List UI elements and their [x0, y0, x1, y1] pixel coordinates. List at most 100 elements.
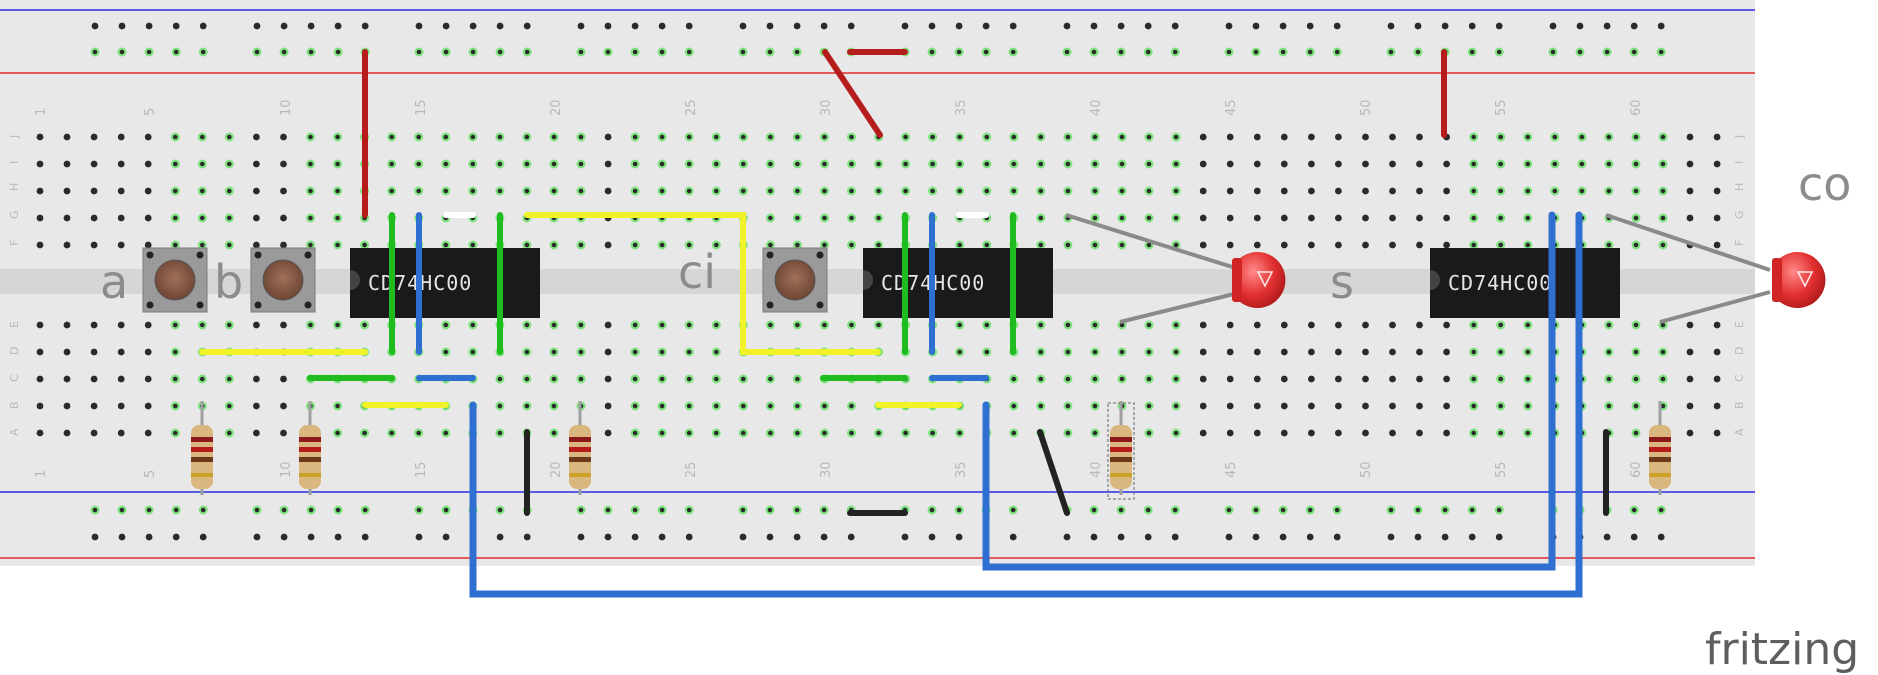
breadboard-hole[interactable]	[1063, 347, 1073, 357]
breadboard-hole[interactable]	[361, 533, 369, 541]
breadboard-hole[interactable]	[549, 159, 559, 169]
breadboard-hole[interactable]	[630, 320, 640, 330]
push-button-a[interactable]	[142, 247, 208, 313]
breadboard-hole[interactable]	[1226, 375, 1234, 383]
resistor[interactable]	[569, 401, 591, 495]
breadboard-hole[interactable]	[1386, 505, 1396, 515]
breadboard-hole[interactable]	[414, 186, 424, 196]
breadboard-hole[interactable]	[792, 186, 802, 196]
breadboard-hole[interactable]	[1713, 241, 1721, 249]
breadboard-hole[interactable]	[522, 320, 532, 330]
breadboard-hole[interactable]	[1523, 186, 1533, 196]
breadboard-hole[interactable]	[1305, 47, 1315, 57]
breadboard-hole[interactable]	[117, 133, 125, 141]
breadboard-hole[interactable]	[819, 213, 829, 223]
breadboard-hole[interactable]	[1469, 428, 1479, 438]
breadboard-hole[interactable]	[1604, 186, 1614, 196]
breadboard-hole[interactable]	[1523, 374, 1533, 384]
breadboard-hole[interactable]	[765, 374, 775, 384]
breadboard-hole[interactable]	[1116, 505, 1126, 515]
breadboard-hole[interactable]	[117, 375, 125, 383]
breadboard-hole[interactable]	[630, 505, 640, 515]
breadboard-hole[interactable]	[1630, 533, 1638, 541]
breadboard-hole[interactable]	[1495, 533, 1503, 541]
breadboard-hole[interactable]	[1305, 505, 1315, 515]
breadboard-hole[interactable]	[1713, 321, 1721, 329]
breadboard-hole[interactable]	[1550, 186, 1560, 196]
breadboard-hole[interactable]	[901, 186, 911, 196]
ic-chip-2[interactable]: CD74HC00	[863, 248, 1053, 318]
breadboard-hole[interactable]	[1036, 401, 1046, 411]
breadboard-hole[interactable]	[171, 47, 181, 57]
breadboard-hole[interactable]	[197, 374, 207, 384]
breadboard-hole[interactable]	[819, 159, 829, 169]
breadboard-hole[interactable]	[170, 159, 180, 169]
breadboard-hole[interactable]	[928, 22, 936, 30]
breadboard-hole[interactable]	[170, 401, 180, 411]
breadboard-hole[interactable]	[1226, 429, 1234, 437]
breadboard-hole[interactable]	[442, 22, 450, 30]
breadboard-hole[interactable]	[685, 533, 693, 541]
breadboard-hole[interactable]	[549, 240, 559, 250]
breadboard-hole[interactable]	[1280, 321, 1288, 329]
breadboard-hole[interactable]	[928, 428, 938, 438]
breadboard-hole[interactable]	[711, 374, 721, 384]
breadboard-hole[interactable]	[90, 375, 98, 383]
breadboard-hole[interactable]	[360, 428, 370, 438]
breadboard-hole[interactable]	[415, 533, 423, 541]
breadboard-hole[interactable]	[1253, 187, 1261, 195]
breadboard-hole[interactable]	[198, 505, 208, 515]
breadboard-hole[interactable]	[1577, 159, 1587, 169]
breadboard-hole[interactable]	[144, 348, 152, 356]
breadboard-hole[interactable]	[468, 320, 478, 330]
breadboard-hole[interactable]	[1496, 132, 1506, 142]
breadboard-hole[interactable]	[1171, 159, 1181, 169]
breadboard-hole[interactable]	[334, 533, 342, 541]
breadboard-hole[interactable]	[63, 429, 71, 437]
breadboard-hole[interactable]	[1494, 47, 1504, 57]
breadboard-hole[interactable]	[820, 533, 828, 541]
breadboard-hole[interactable]	[1713, 375, 1721, 383]
breadboard-hole[interactable]	[1335, 214, 1342, 222]
breadboard-hole[interactable]	[1253, 375, 1261, 383]
breadboard-hole[interactable]	[1335, 348, 1342, 356]
breadboard-hole[interactable]	[738, 132, 748, 142]
breadboard-hole[interactable]	[982, 132, 992, 142]
breadboard-hole[interactable]	[1009, 428, 1019, 438]
breadboard-hole[interactable]	[549, 186, 559, 196]
breadboard-hole[interactable]	[253, 375, 260, 383]
breadboard-hole[interactable]	[1280, 241, 1288, 249]
breadboard-hole[interactable]	[1117, 533, 1125, 541]
breadboard-hole[interactable]	[1496, 213, 1506, 223]
breadboard-hole[interactable]	[792, 213, 802, 223]
breadboard-hole[interactable]	[1279, 22, 1287, 30]
breadboard-hole[interactable]	[1036, 159, 1046, 169]
breadboard-hole[interactable]	[1389, 348, 1396, 356]
breadboard-hole[interactable]	[604, 321, 612, 329]
breadboard-hole[interactable]	[1308, 348, 1315, 356]
breadboard-hole[interactable]	[1523, 213, 1533, 223]
breadboard-hole[interactable]	[1713, 214, 1721, 222]
breadboard-hole[interactable]	[1416, 214, 1423, 222]
breadboard-hole[interactable]	[91, 22, 99, 30]
breadboard-hole[interactable]	[684, 401, 694, 411]
breadboard-hole[interactable]	[387, 159, 397, 169]
breadboard-hole[interactable]	[1308, 241, 1315, 249]
breadboard-hole[interactable]	[874, 240, 884, 250]
breadboard-hole[interactable]	[1362, 429, 1369, 437]
breadboard-hole[interactable]	[630, 47, 640, 57]
breadboard-hole[interactable]	[765, 186, 775, 196]
breadboard-hole[interactable]	[604, 22, 612, 30]
breadboard-hole[interactable]	[1090, 401, 1100, 411]
breadboard-hole[interactable]	[1658, 213, 1668, 223]
breadboard-hole[interactable]	[982, 347, 992, 357]
breadboard-hole[interactable]	[1143, 47, 1153, 57]
breadboard-hole[interactable]	[658, 533, 666, 541]
breadboard-hole[interactable]	[1523, 132, 1533, 142]
breadboard-hole[interactable]	[522, 374, 532, 384]
breadboard-hole[interactable]	[1496, 186, 1506, 196]
breadboard-hole[interactable]	[981, 47, 991, 57]
breadboard-hole[interactable]	[441, 186, 451, 196]
breadboard-hole[interactable]	[711, 159, 721, 169]
breadboard-hole[interactable]	[1251, 505, 1261, 515]
